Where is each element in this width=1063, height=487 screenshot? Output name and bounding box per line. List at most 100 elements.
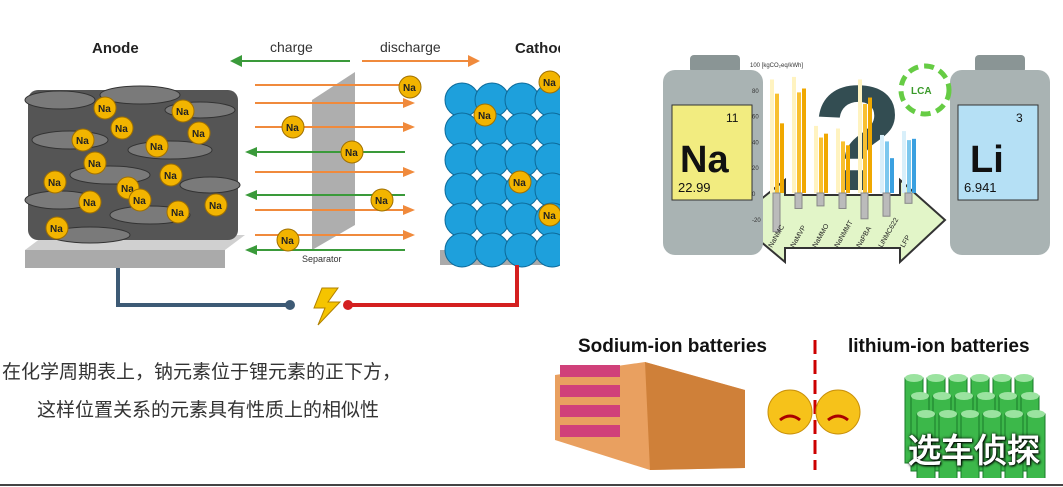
svg-text:Na: Na xyxy=(83,198,96,209)
cathode-sphere xyxy=(504,112,540,148)
discharge-flow-arrow xyxy=(255,98,415,108)
cathode-sphere xyxy=(444,202,480,238)
lca-bar xyxy=(836,128,840,193)
lca-bar xyxy=(868,97,872,193)
y-tick-label: 0 xyxy=(752,192,756,198)
sodium-ion: Na xyxy=(171,99,195,123)
charge-flow-arrow xyxy=(245,245,405,255)
y-tick-label: 60 xyxy=(752,115,759,121)
lca-comparison-figure: Na 11 22.99 Li 3 6.941 ? 100 [kgCO₂eq/kW… xyxy=(663,54,1050,265)
svg-text:Na: Na xyxy=(209,201,222,212)
sodium-ion: Na xyxy=(159,163,183,187)
charge-arrow xyxy=(230,55,350,67)
cathode-sphere xyxy=(444,232,480,268)
y-tick-label: -20 xyxy=(752,218,761,224)
cathode-sphere xyxy=(504,82,540,118)
cathode-sphere xyxy=(474,202,510,238)
svg-text:Na: Na xyxy=(50,224,63,235)
na-battery: Na 11 22.99 xyxy=(663,55,763,255)
cathode-sphere xyxy=(534,172,560,208)
svg-text:6.941: 6.941 xyxy=(964,180,997,195)
cathode-sphere xyxy=(444,112,480,148)
lca-bar xyxy=(907,140,911,193)
lca-bar xyxy=(819,137,823,193)
lca-bar xyxy=(858,79,862,193)
sodium-ion: Na xyxy=(166,200,190,224)
double-arrow xyxy=(733,177,947,265)
cathode-sphere xyxy=(444,82,480,118)
lca-bar xyxy=(846,145,850,193)
svg-text:Na: Na xyxy=(680,139,729,181)
lca-bar xyxy=(775,93,779,193)
cathode-wire xyxy=(348,265,519,307)
watermark: 选车侦探 xyxy=(908,431,1040,470)
battery-comparison-illustration: Sodium-ion batteries lithium-ion batteri… xyxy=(555,336,1046,478)
cathode-sphere xyxy=(504,232,540,268)
svg-text:Na: Na xyxy=(403,83,416,94)
svg-text:Na: Na xyxy=(150,142,163,153)
cathode-sphere xyxy=(504,202,540,238)
caption-line-2: 这样位置关系的元素具有性质上的相似性 xyxy=(37,399,380,421)
lca-bar xyxy=(912,138,916,193)
lightning-icon xyxy=(313,287,342,326)
sodium-ion: Na xyxy=(276,228,300,252)
lca-negative-bar xyxy=(794,192,803,209)
svg-text:3: 3 xyxy=(1016,111,1023,125)
arguing-emoji xyxy=(767,389,861,435)
cathode-sphere xyxy=(444,142,480,178)
svg-text:11: 11 xyxy=(726,111,739,125)
svg-text:Na: Na xyxy=(286,123,299,134)
svg-text:Na: Na xyxy=(133,196,146,207)
lca-negative-bar xyxy=(882,192,891,217)
svg-text:Na: Na xyxy=(513,178,526,189)
svg-text:Na: Na xyxy=(171,208,184,219)
sodium-ion: Na xyxy=(93,96,117,120)
sodium-ion: Na xyxy=(370,188,394,212)
svg-text:Na: Na xyxy=(345,148,358,159)
sodium-ion: Na xyxy=(45,216,69,240)
lca-cycle-icon: LCA xyxy=(898,63,952,117)
sodium-ion: Na xyxy=(78,190,102,214)
li-battery: Li 3 6.941 xyxy=(950,55,1050,255)
svg-text:Na: Na xyxy=(375,196,388,207)
sodium-ion: Na xyxy=(538,70,560,94)
svg-text:Na: Na xyxy=(76,136,89,147)
sodium-ion: Na xyxy=(187,121,211,145)
svg-text:Na: Na xyxy=(121,184,134,195)
sodium-ion: Na xyxy=(508,170,532,194)
sodium-ion: Na xyxy=(340,140,364,164)
svg-text:LCA: LCA xyxy=(911,86,932,97)
lithium-label: lithium-ion batteries xyxy=(848,336,1030,357)
lithium-cells xyxy=(904,374,1046,478)
discharge-label: discharge xyxy=(380,39,441,55)
lca-negative-bar xyxy=(772,192,781,233)
sodium-ion: Na xyxy=(281,115,305,139)
lca-bar xyxy=(792,76,796,193)
svg-text:Na: Na xyxy=(48,178,61,189)
sodium-ion: Na xyxy=(43,170,67,194)
svg-text:22.99: 22.99 xyxy=(678,180,711,195)
svg-text:Na: Na xyxy=(543,78,556,89)
y-tick-label: 40 xyxy=(752,140,759,146)
sodium-ion: Na xyxy=(71,128,95,152)
lca-bar xyxy=(797,92,801,193)
sodium-ion: Na xyxy=(204,193,228,217)
sodium-ion: Na xyxy=(128,188,152,212)
lca-bar xyxy=(841,141,845,193)
svg-text:Na: Na xyxy=(115,124,128,135)
discharge-arrow xyxy=(362,55,480,67)
lca-bar xyxy=(814,125,818,193)
sodium-ion: Na xyxy=(398,75,422,99)
svg-text:Na: Na xyxy=(164,171,177,182)
lca-negative-bar xyxy=(838,192,847,209)
lca-bar xyxy=(885,141,889,193)
discharge-flow-arrow xyxy=(255,167,415,177)
cathode-sphere xyxy=(474,232,510,268)
caption-line-1: 在化学周期表上，钠元素位于锂元素的正下方， xyxy=(2,361,402,383)
sodium-cell-block xyxy=(555,362,745,470)
sodium-ion: Na xyxy=(110,116,134,140)
cathode-lattice xyxy=(440,82,560,268)
cathode-sphere xyxy=(534,232,560,268)
separator xyxy=(312,72,355,250)
svg-text:Na: Na xyxy=(543,211,556,222)
